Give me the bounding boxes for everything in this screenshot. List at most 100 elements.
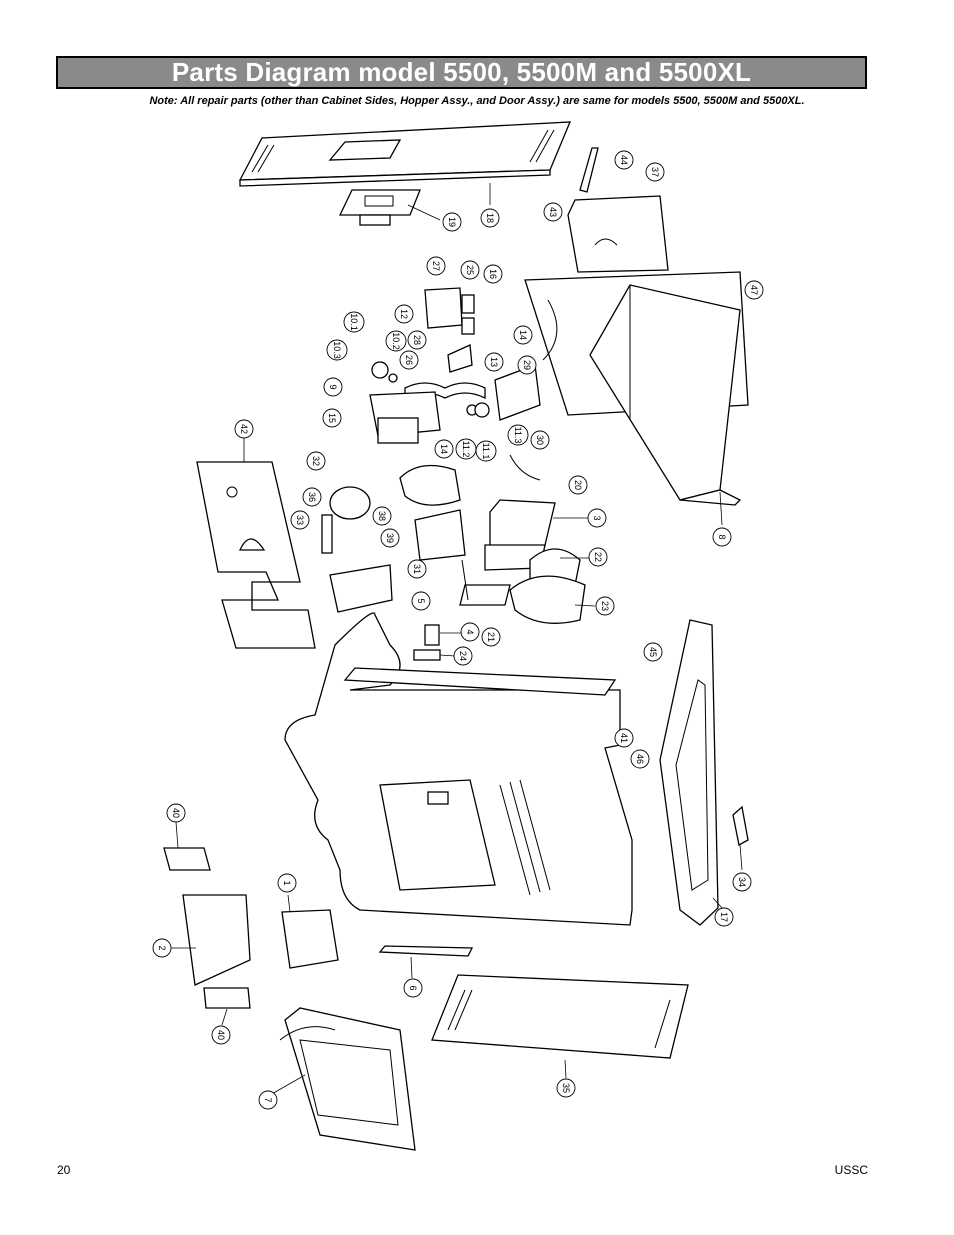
svg-text:7: 7 (263, 1097, 273, 1102)
callout-10-2: 10.2 (385, 330, 407, 352)
callout-23: 23 (595, 596, 615, 616)
svg-text:14: 14 (439, 444, 449, 454)
callout-12: 12 (394, 304, 414, 324)
callout-44: 44 (614, 150, 634, 170)
callout-14b: 14 (434, 439, 454, 459)
callout-32: 32 (306, 451, 326, 471)
callout-6: 6 (403, 978, 423, 998)
callout-8: 8 (712, 527, 732, 547)
svg-text:2: 2 (157, 945, 167, 950)
callout-18: 18 (480, 208, 500, 228)
cabinet-body-part (284, 612, 633, 926)
callout-11-2: 11.2 (455, 438, 477, 460)
svg-text:40: 40 (216, 1030, 226, 1040)
callout-27: 27 (426, 256, 446, 276)
svg-text:40: 40 (171, 808, 181, 818)
svg-text:42: 42 (239, 424, 249, 434)
svg-text:16: 16 (488, 269, 498, 279)
callout-19: 19 (442, 212, 462, 232)
svg-text:4: 4 (465, 629, 475, 634)
svg-text:3: 3 (592, 515, 602, 520)
callout-1: 1 (277, 873, 297, 893)
side-shield-part (196, 461, 316, 649)
svg-text:6: 6 (408, 985, 418, 990)
callout-3: 3 (587, 508, 607, 528)
svg-text:21: 21 (486, 632, 496, 642)
latch-part (732, 805, 749, 847)
top-panel-part (238, 121, 571, 187)
callout-47: 47 (744, 280, 764, 300)
callout-16: 16 (483, 264, 503, 284)
callout-13: 13 (484, 352, 504, 372)
callout-2: 2 (152, 938, 172, 958)
svg-text:30: 30 (535, 435, 545, 445)
svg-text:10.2: 10.2 (391, 332, 401, 350)
svg-text:43: 43 (548, 207, 558, 217)
callout-4: 4 (460, 622, 480, 642)
svg-text:19: 19 (447, 217, 457, 227)
combustion-blower-parts (321, 464, 466, 613)
svg-text:9: 9 (328, 384, 338, 389)
control-board-part (338, 189, 421, 226)
svg-text:17: 17 (719, 912, 729, 922)
svg-text:29: 29 (522, 360, 532, 370)
bracket-part (579, 147, 599, 193)
rail-part (378, 945, 474, 957)
callout-42: 42 (234, 419, 254, 439)
svg-text:32: 32 (311, 456, 321, 466)
svg-text:11.2: 11.2 (461, 441, 471, 458)
svg-text:26: 26 (404, 355, 414, 365)
svg-text:46: 46 (635, 754, 645, 764)
callout-30: 30 (530, 430, 550, 450)
svg-text:35: 35 (561, 1083, 571, 1093)
svg-text:15: 15 (327, 413, 337, 423)
callout-28: 28 (407, 330, 427, 350)
callout-46: 46 (630, 749, 650, 769)
callout-39: 39 (380, 528, 400, 548)
callout-22: 22 (588, 547, 608, 567)
callout-41: 41 (614, 728, 634, 748)
svg-text:22: 22 (593, 552, 603, 562)
svg-text:27: 27 (431, 261, 441, 271)
callout-15: 15 (322, 408, 342, 428)
callout-11-3: 11.3 (507, 424, 529, 446)
svg-text:44: 44 (619, 155, 629, 165)
callout-25: 25 (460, 260, 480, 280)
hopper-assembly-part (524, 271, 749, 506)
svg-text:14: 14 (518, 330, 528, 340)
leader-lines (170, 183, 743, 1096)
svg-text:37: 37 (650, 167, 660, 177)
callout-14: 14 (513, 325, 533, 345)
svg-text:18: 18 (485, 213, 495, 223)
ash-door-part (279, 1007, 416, 1151)
svg-text:10.3: 10.3 (332, 341, 342, 359)
svg-text:36: 36 (307, 492, 317, 502)
auger-drive-parts (369, 287, 541, 481)
door-frame-part (659, 619, 719, 926)
bottom-panel-part (431, 974, 689, 1059)
callout-7: 7 (258, 1090, 278, 1110)
callout-29: 29 (517, 355, 537, 375)
callout-31: 31 (407, 559, 427, 579)
svg-text:11.1: 11.1 (481, 443, 491, 460)
callout-40a: 40 (166, 803, 186, 823)
callout-33: 33 (290, 510, 310, 530)
callout-24: 24 (453, 646, 473, 666)
svg-text:39: 39 (385, 533, 395, 543)
exhaust-blower-parts (413, 499, 586, 661)
model-note: Note: All repair parts (other than Cabin… (149, 95, 805, 107)
svg-text:20: 20 (573, 480, 583, 490)
callout-43: 43 (543, 202, 563, 222)
svg-text:25: 25 (465, 265, 475, 275)
footer-brand: USSC (834, 1163, 868, 1177)
callout-36: 36 (302, 487, 322, 507)
callout-10-3: 10.3 (326, 339, 348, 361)
svg-text:45: 45 (648, 647, 658, 657)
svg-text:10.1: 10.1 (349, 313, 359, 331)
svg-text:1: 1 (282, 880, 292, 885)
callout-20: 20 (568, 475, 588, 495)
callout-21: 21 (481, 627, 501, 647)
svg-text:28: 28 (412, 335, 422, 345)
svg-text:24: 24 (458, 651, 468, 661)
